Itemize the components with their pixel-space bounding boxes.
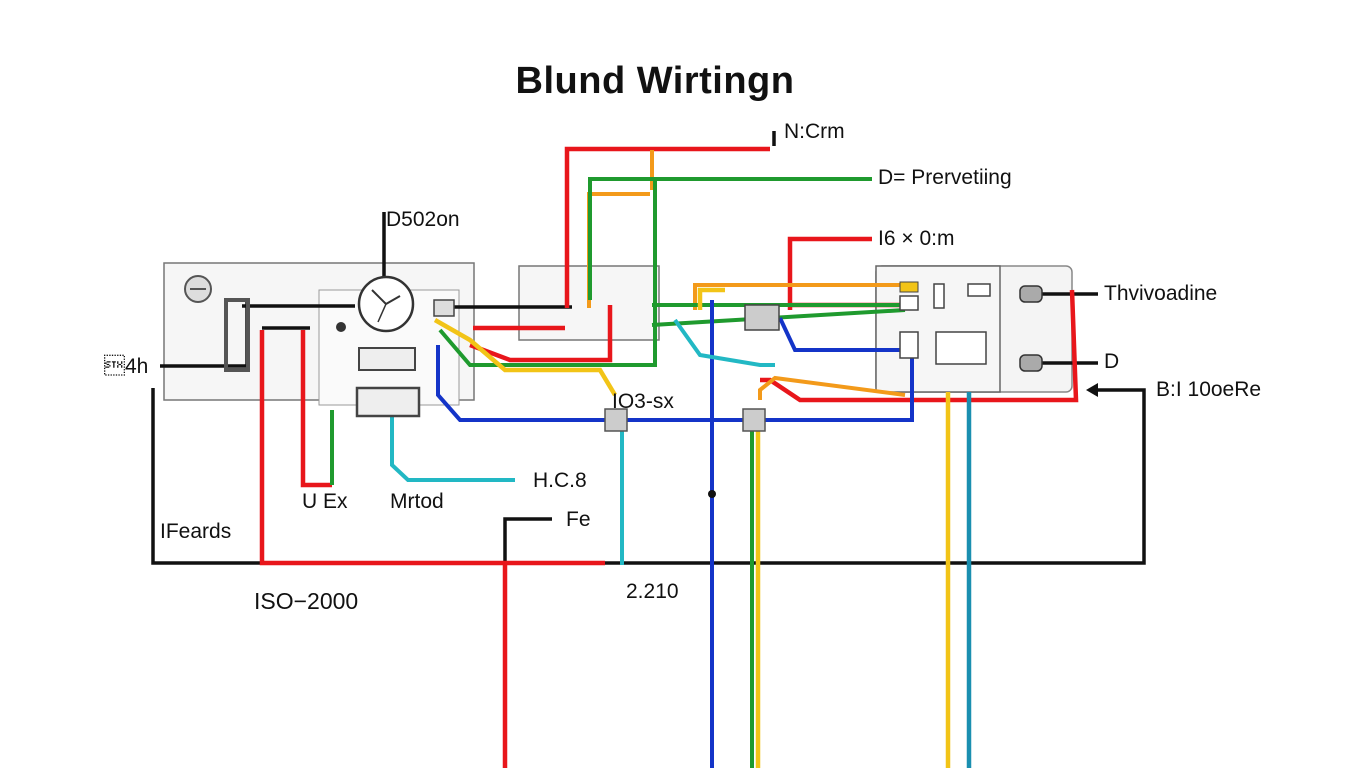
yellow-wires — [433, 287, 951, 768]
label-bottom-left: ISO−2000 — [254, 588, 359, 614]
cyan-wires — [390, 318, 775, 565]
label-lower-left-3: IFeards — [160, 520, 232, 543]
plug-connector-icon — [1019, 285, 1043, 372]
label-bottom-center: 2.210 — [626, 580, 679, 603]
relay-terminal-6 — [935, 331, 987, 365]
label-top-right-1: N:Crm — [784, 120, 845, 143]
bracket-left — [224, 298, 250, 372]
label-right-2: D — [1104, 350, 1120, 373]
label-left-top: D502on — [386, 208, 460, 231]
indicator-dot — [336, 322, 346, 332]
relay-terminal-5 — [899, 331, 919, 359]
blue-wires — [436, 300, 914, 768]
label-center-1: IO3-sx — [612, 390, 674, 413]
switch-1 — [358, 347, 416, 371]
diagram-title: Blund Wirtingn — [515, 60, 795, 102]
connector-1 — [433, 299, 455, 317]
label-right-1: Thvivoadine — [1104, 282, 1218, 305]
relay-terminal-4 — [967, 283, 991, 297]
screw-terminal-icon — [184, 275, 212, 303]
relay-terminal-1 — [899, 281, 919, 293]
green-wires — [330, 177, 910, 768]
relay-terminal-3 — [933, 283, 945, 309]
junction-node-1 — [604, 408, 628, 432]
label-top-right-2: D= Prervetiing — [878, 166, 1012, 189]
label-top-right-3: I6 × 0:m — [878, 227, 955, 250]
switch-2 — [355, 386, 421, 418]
arrow-icon — [1086, 383, 1098, 397]
label-lower-left-1: U Ex — [302, 490, 348, 513]
junction-dot — [708, 490, 716, 498]
label-lower-left-2: Mrtod — [390, 490, 444, 513]
label-center-2: H.C.8 — [533, 469, 587, 492]
relay-terminal-2 — [899, 295, 919, 311]
gauge-icon — [357, 275, 415, 333]
terminal-block-1 — [744, 304, 780, 331]
junction-node-2 — [742, 408, 766, 432]
label-left-mid: 4h — [104, 355, 149, 378]
label-right-3: B:I 10oeRe — [1156, 378, 1262, 401]
label-center-3: Fe — [566, 508, 591, 531]
